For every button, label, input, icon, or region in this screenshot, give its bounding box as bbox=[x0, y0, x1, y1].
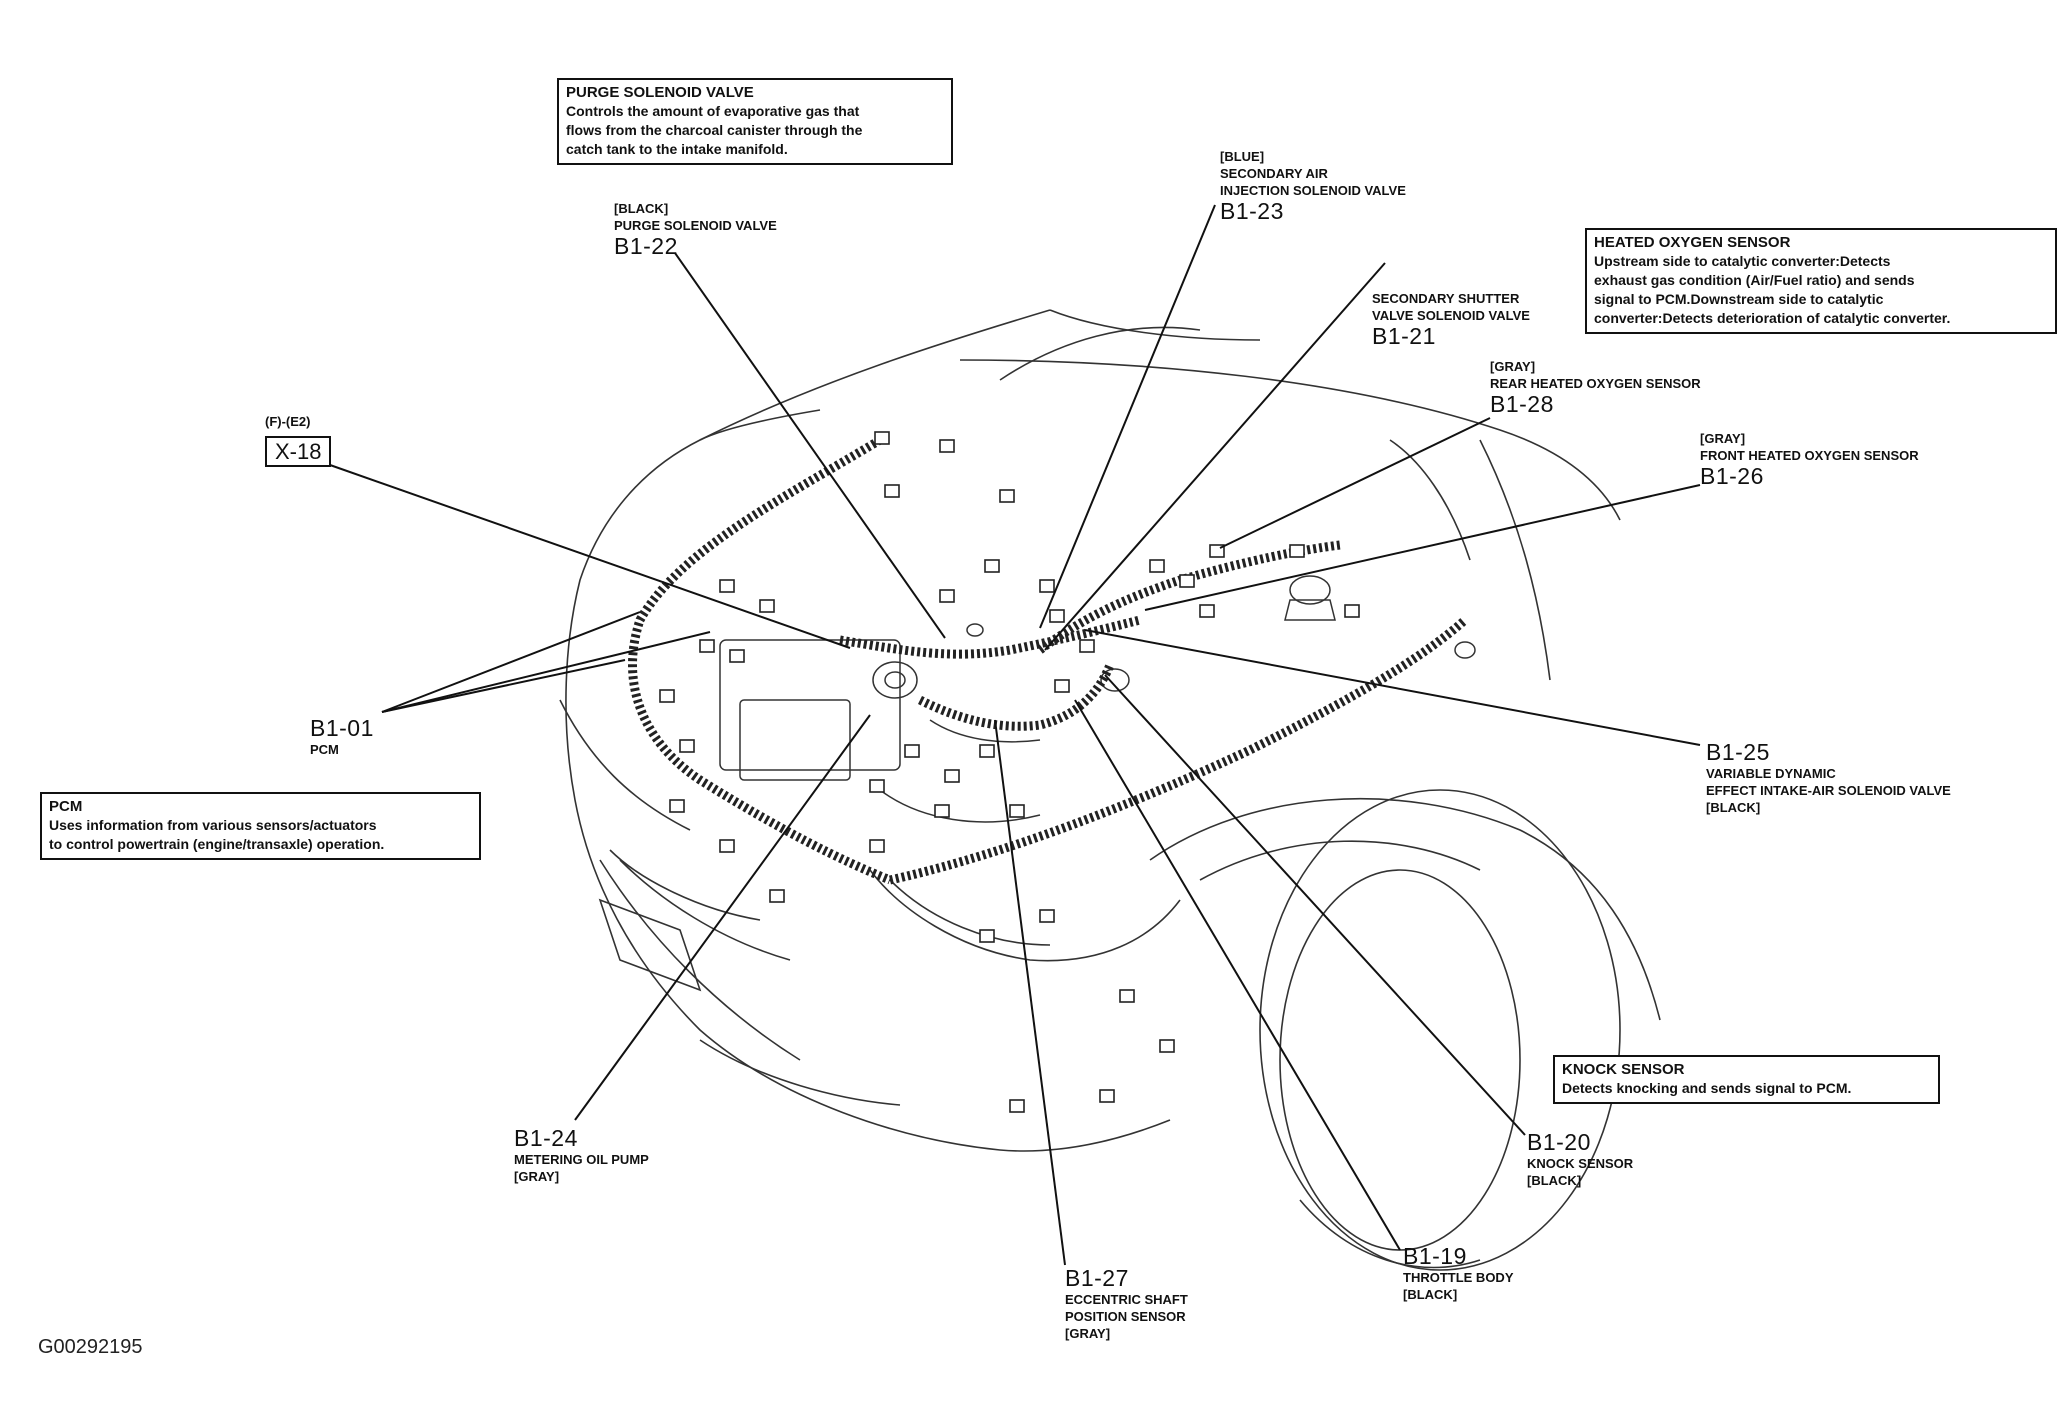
knock-callout-title: KNOCK SENSOR bbox=[1562, 1061, 1685, 1078]
heated-oxygen-callout-line: signal to PCM.Downstream side to catalyt… bbox=[1594, 291, 1884, 307]
connector-label-b1-27: B1-27 ECCENTRIC SHAFT POSITION SENSOR [G… bbox=[1065, 1266, 1188, 1342]
connector-code: B1-25 bbox=[1706, 739, 1770, 765]
x18-reference: (F)-(E2) bbox=[265, 414, 311, 429]
heated-oxygen-sensor-callout: HEATED OXYGEN SENSOR Upstream side to ca… bbox=[1585, 228, 2057, 334]
connector-code: B1-23 bbox=[1220, 198, 1284, 224]
connector-note: PCM bbox=[310, 742, 339, 757]
connector-note: [GRAY] bbox=[1490, 359, 1536, 374]
connector-label-b1-21: SECONDARY SHUTTER VALVE SOLENOID VALVE B… bbox=[1372, 290, 1530, 349]
heated-oxygen-callout-line: converter:Detects deterioration of catal… bbox=[1594, 310, 1951, 326]
connector-note: [BLACK] bbox=[1706, 800, 1761, 815]
connector-note: [BLACK] bbox=[614, 201, 669, 216]
purge-callout-line: flows from the charcoal canister through… bbox=[566, 122, 863, 138]
purge-callout-line: catch tank to the intake manifold. bbox=[566, 141, 788, 157]
connector-note: [GRAY] bbox=[1065, 1326, 1111, 1341]
knock-callout-line: Detects knocking and sends signal to PCM… bbox=[1562, 1080, 1852, 1096]
wire-harness bbox=[628, 436, 1468, 885]
connector-note: REAR HEATED OXYGEN SENSOR bbox=[1490, 376, 1701, 391]
connector-note: VARIABLE DYNAMIC bbox=[1706, 766, 1836, 781]
connector-note: VALVE SOLENOID VALVE bbox=[1372, 308, 1530, 323]
connector-note: FRONT HEATED OXYGEN SENSOR bbox=[1700, 448, 1919, 463]
connector-code: B1-19 bbox=[1403, 1243, 1467, 1269]
connector-note: [GRAY] bbox=[1700, 431, 1746, 446]
connector-code: B1-21 bbox=[1372, 323, 1436, 349]
connector-label-b1-25: B1-25 VARIABLE DYNAMIC EFFECT INTAKE-AIR… bbox=[1706, 740, 1951, 816]
connector-note: KNOCK SENSOR bbox=[1527, 1156, 1634, 1171]
connector-note: [BLUE] bbox=[1220, 149, 1265, 164]
harness-connectors bbox=[659, 431, 1360, 1113]
connector-note: [BLACK] bbox=[1527, 1173, 1582, 1188]
connector-label-b1-26: [GRAY] FRONT HEATED OXYGEN SENSOR B1-26 bbox=[1700, 430, 1919, 489]
pcm-callout: PCM Uses information from various sensor… bbox=[40, 792, 481, 860]
purge-solenoid-callout: PURGE SOLENOID VALVE Controls the amount… bbox=[557, 78, 953, 165]
connector-code: B1-27 bbox=[1065, 1265, 1129, 1291]
connector-label-b1-24: B1-24 METERING OIL PUMP [GRAY] bbox=[514, 1126, 649, 1185]
heated-oxygen-callout-title: HEATED OXYGEN SENSOR bbox=[1594, 234, 1791, 251]
x18-connector-code: X-18 bbox=[265, 436, 332, 467]
connector-note: METERING OIL PUMP bbox=[514, 1152, 649, 1167]
connector-label-b1-20: B1-20 KNOCK SENSOR [BLACK] bbox=[1527, 1130, 1633, 1189]
heated-oxygen-callout-line: exhaust gas condition (Air/Fuel ratio) a… bbox=[1594, 272, 1915, 288]
leader-lines bbox=[329, 204, 1701, 1266]
figure-id: G00292195 bbox=[38, 1336, 143, 1358]
connector-label-b1-19: B1-19 THROTTLE BODY [BLACK] bbox=[1403, 1244, 1514, 1303]
connector-note: [BLACK] bbox=[1403, 1287, 1458, 1302]
connector-note: EFFECT INTAKE-AIR SOLENOID VALVE bbox=[1706, 783, 1951, 798]
connector-note: [GRAY] bbox=[514, 1169, 560, 1184]
connector-note: ECCENTRIC SHAFT bbox=[1065, 1292, 1188, 1307]
connector-note: THROTTLE BODY bbox=[1403, 1270, 1514, 1285]
connector-note: SECONDARY AIR bbox=[1220, 166, 1328, 181]
engine-bay-components bbox=[719, 575, 1476, 823]
connector-code: B1-28 bbox=[1490, 391, 1554, 417]
connector-label-b1-23: [BLUE] SECONDARY AIR INJECTION SOLENOID … bbox=[1220, 148, 1406, 224]
pcm-callout-title: PCM bbox=[49, 798, 83, 815]
connector-code: B1-24 bbox=[514, 1125, 578, 1151]
connector-code: B1-20 bbox=[1527, 1129, 1591, 1155]
car-body-outline bbox=[559, 309, 1661, 1271]
connector-note: PURGE SOLENOID VALVE bbox=[614, 218, 777, 233]
connector-note: INJECTION SOLENOID VALVE bbox=[1220, 183, 1406, 198]
connector-label-b1-28: [GRAY] REAR HEATED OXYGEN SENSOR B1-28 bbox=[1490, 358, 1701, 417]
connector-label-b1-22: [BLACK] PURGE SOLENOID VALVE B1-22 bbox=[614, 200, 777, 259]
connector-note: POSITION SENSOR bbox=[1065, 1309, 1186, 1324]
pcm-callout-line: Uses information from various sensors/ac… bbox=[49, 817, 377, 833]
purge-callout-title: PURGE SOLENOID VALVE bbox=[566, 84, 754, 101]
connector-label-b1-01: B1-01 PCM bbox=[310, 716, 374, 758]
heated-oxygen-callout-line: Upstream side to catalytic converter:Det… bbox=[1594, 253, 1891, 269]
connector-code: B1-26 bbox=[1700, 463, 1764, 489]
connector-note: SECONDARY SHUTTER bbox=[1372, 291, 1520, 306]
connector-code: B1-22 bbox=[614, 233, 678, 259]
knock-sensor-callout: KNOCK SENSOR Detects knocking and sends … bbox=[1553, 1055, 1940, 1104]
purge-callout-line: Controls the amount of evaporative gas t… bbox=[566, 103, 860, 119]
pcm-callout-line: to control powertrain (engine/transaxle)… bbox=[49, 836, 385, 852]
connector-code: B1-01 bbox=[310, 715, 374, 741]
